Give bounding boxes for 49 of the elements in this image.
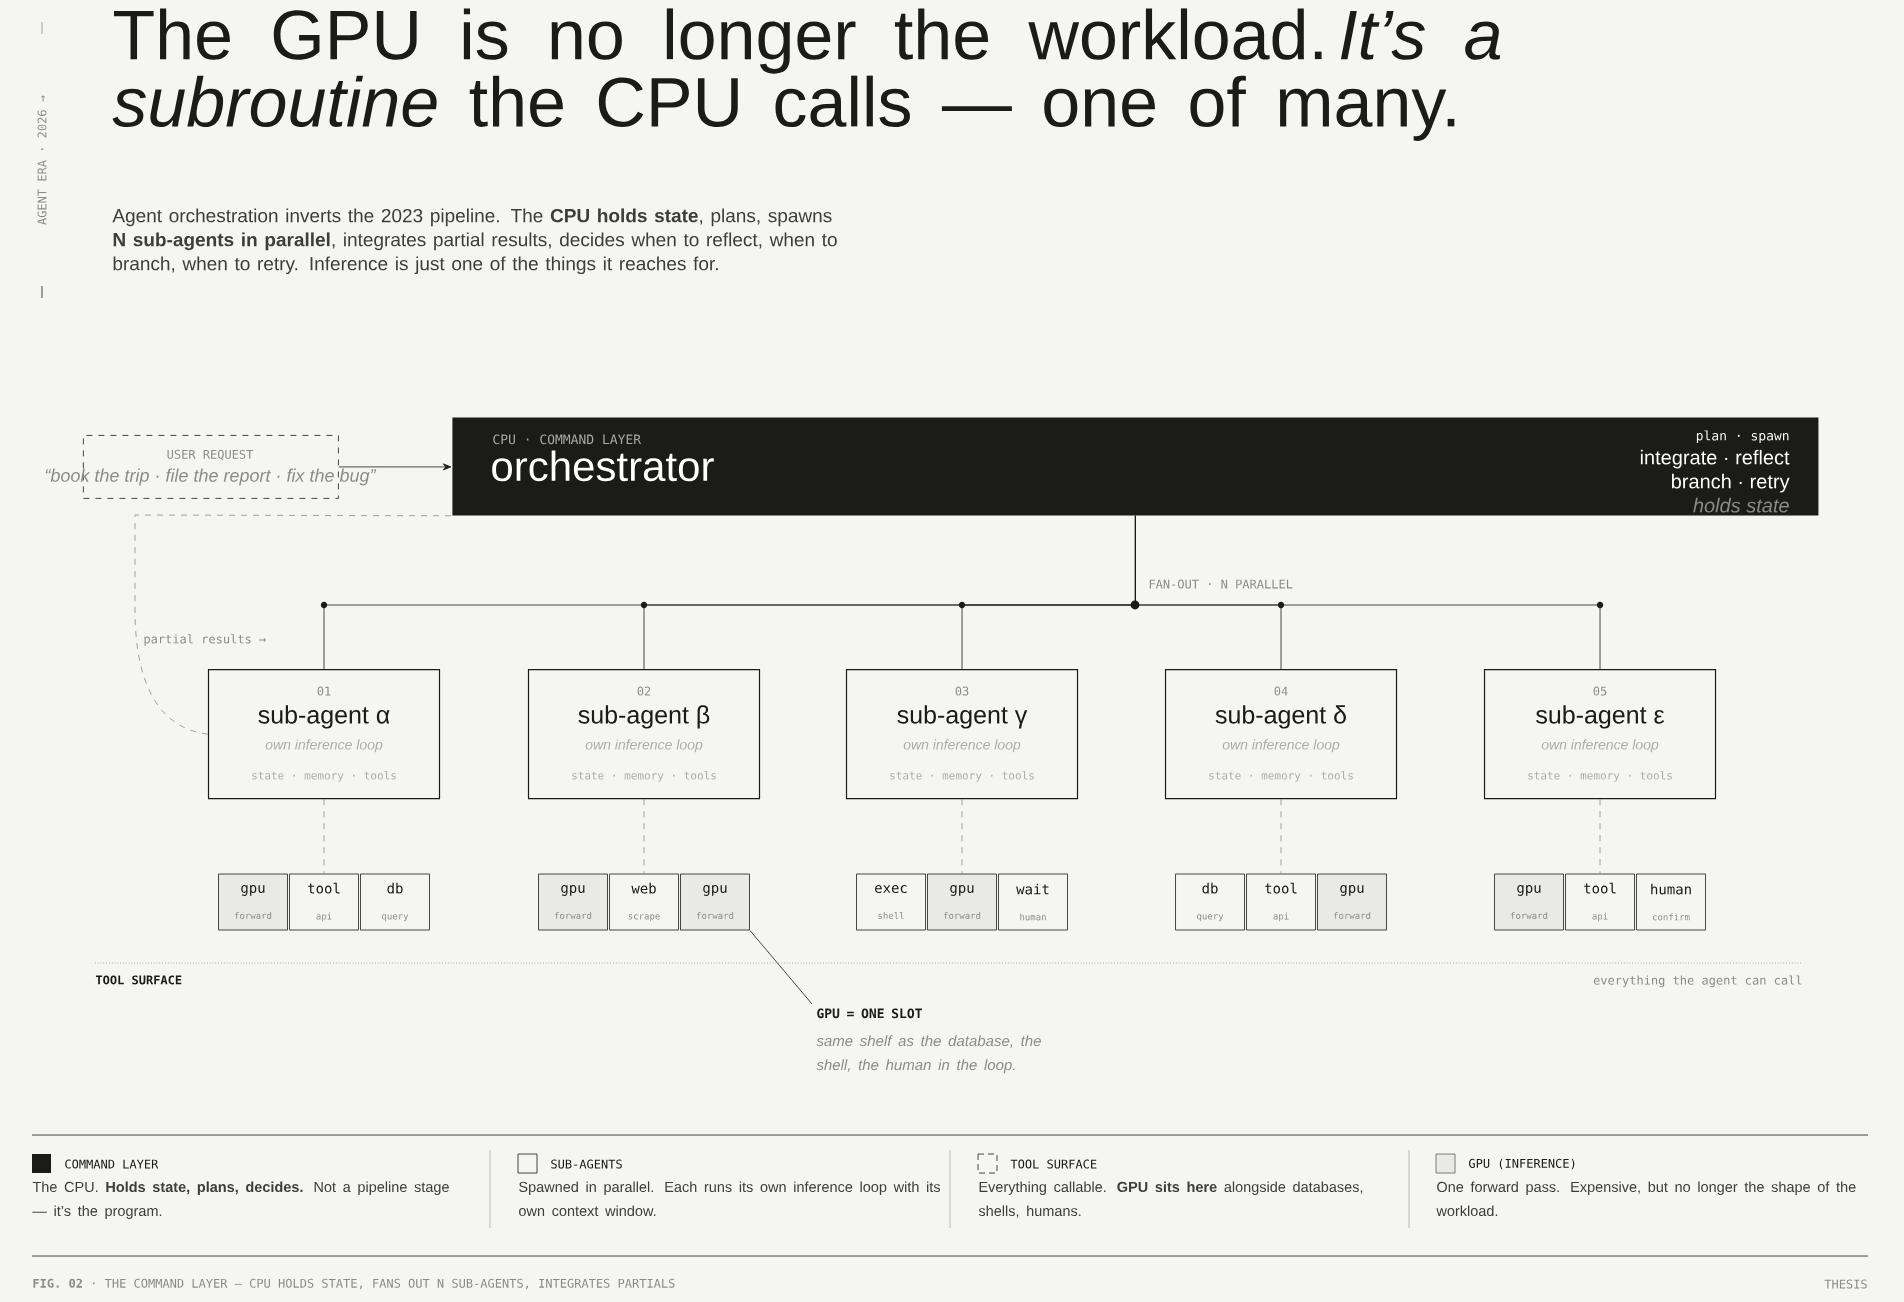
- surface-label: TOOL SURFACE: [95, 975, 182, 985]
- legend-title: GPU (INFERENCE): [1469, 1158, 1575, 1170]
- fan-out-label: FAN-OUT · N PARALLEL: [1149, 579, 1293, 589]
- sub-agent-box: 01 sub-agent α own inference loop state · memory · tools: [207, 669, 441, 800]
- intro-paragraph: Agent orchestration inverts the 2023 pipeline. The CPU holds state, plans, spawns N sub-agents in parallel, integrates partial results, decides when to reflect, when to branch, when to retry. Inference is just one of the things it reaches for.: [112, 208, 837, 275]
- tool-chip: gpu forward: [218, 873, 288, 931]
- tool-link: [1599, 798, 1601, 874]
- fan-out-line: [1135, 515, 1601, 670]
- tool-link: [643, 798, 645, 874]
- legend-description: Spawned in parallel. Each runs its own inference loop with its own context window.: [519, 1181, 940, 1217]
- tool-chip: web scrape: [609, 873, 679, 931]
- tool-chip: wait human: [998, 873, 1068, 931]
- tool-link: [323, 798, 325, 874]
- tool-chip: gpu forward: [1494, 873, 1564, 931]
- edge-label: partial results →: [141, 632, 269, 648]
- return-line: [134, 514, 453, 735]
- tool-chip: gpu forward: [927, 873, 997, 931]
- tool-chip: gpu forward: [1317, 873, 1387, 931]
- legend-title: COMMAND LAYER: [65, 1159, 159, 1169]
- tool-chip: db query: [1175, 873, 1245, 931]
- tool-chip: tool api: [1246, 873, 1316, 931]
- tool-link: [1280, 798, 1282, 874]
- sub-agent-box: 02 sub-agent β own inference loop state · memory · tools: [527, 669, 761, 800]
- request-box: USER REQUEST “book the trip · file the report · fix the bug”: [45, 435, 377, 499]
- title: The GPU is no longer the workload. It’s a subroutine the CPU calls — one of many.: [112, 8, 1501, 141]
- tool-chip: tool api: [289, 873, 359, 931]
- tool-chip: db query: [360, 873, 430, 931]
- tool-chip: gpu forward: [680, 873, 750, 931]
- tool-chip: gpu forward: [538, 873, 608, 931]
- legend-description: The CPU. Holds state, plans, decides. Not a pipeline stage — it’s the program.: [32, 1181, 449, 1219]
- sub-agent-box: 05 sub-agent ε own inference loop state · memory · tools: [1483, 669, 1717, 800]
- tool-chip: exec shell: [856, 873, 926, 931]
- legend-title: TOOL SURFACE: [1010, 1159, 1097, 1169]
- footer-note: THESIS: [1824, 1279, 1867, 1289]
- orchestrator-box: CPU · COMMAND LAYER orchestrator plan · spawn integrate · reflect branch · retry holds state: [452, 417, 1819, 516]
- sub-agent-box: 03 sub-agent γ own inference loop state · memory · tools: [845, 669, 1079, 800]
- surface-note: everything the agent can call: [1593, 975, 1802, 988]
- leader-line: [749, 930, 813, 1005]
- figure-caption: FIG. 02 · THE COMMAND LAYER — CPU HOLDS STATE, FANS OUT N SUB-AGENTS, INTEGRATES PARTIALS: [33, 1278, 675, 1290]
- sub-agent-box: 04 sub-agent δ own inference loop state · memory · tools: [1164, 669, 1398, 800]
- tool-chip: human confirm: [1636, 873, 1706, 931]
- legend-description: One forward pass. Expensive, but no longer the shape of the workload.: [1436, 1181, 1856, 1217]
- tool-link: [961, 798, 963, 874]
- arrow: [338, 463, 452, 471]
- callout-note: GPU = ONE SLOT same shelf as the database, the shell, the human in the loop.: [816, 1008, 1041, 1074]
- legend-description: Everything callable. GPU sits here alongside databases, shells, humans.: [978, 1181, 1363, 1218]
- vertical-label: AGENT ERA · 2026 →: [37, 21, 47, 299]
- legend-title: SUB-AGENTS: [551, 1159, 622, 1169]
- tool-chip: tool api: [1565, 873, 1635, 931]
